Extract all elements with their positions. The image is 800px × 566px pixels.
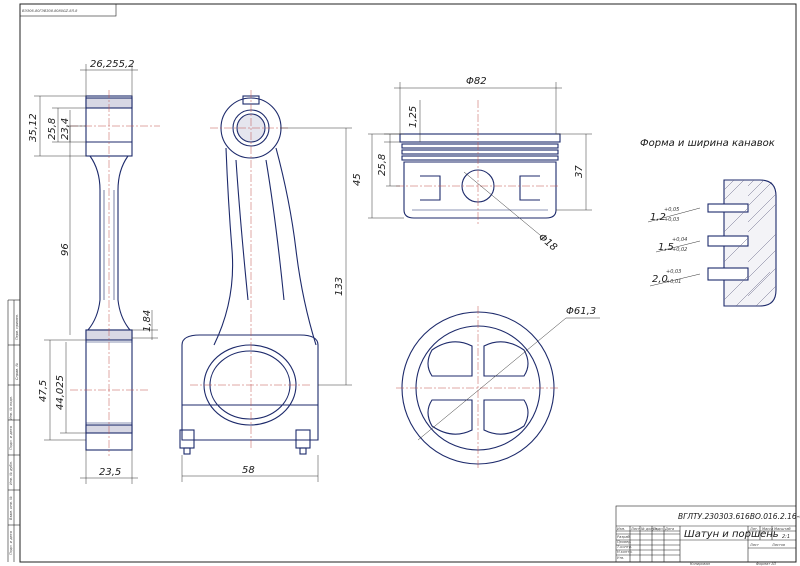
- rod-side-dimensions: [34, 64, 158, 484]
- tb-col-date: Дата: [664, 527, 674, 531]
- side-perv: Перв. примен.: [15, 314, 19, 340]
- rod-front-centerlines: [190, 90, 310, 450]
- dim-rod-step: 1,84: [142, 310, 153, 332]
- rod-front-dimensions: [181, 127, 352, 482]
- tb-row-utv: Утв.: [617, 556, 624, 560]
- tb-col-sign: Подп.: [653, 527, 664, 531]
- tb-code: ВГЛТУ.230303.616ВО.016.2.16-08.02.01: [678, 512, 800, 521]
- groove-labels: 1,2 +0,05 +0,03 1,5 +0,04 +0,02 2,0 +0,0…: [650, 207, 687, 285]
- side-inv2: Инв. № дубл.: [9, 461, 13, 485]
- piston-bottom-dimensions: [417, 317, 600, 441]
- piston-side-dimensions: [368, 82, 592, 241]
- title-block: [615, 505, 797, 563]
- dim-piston-bottom: Φ61,3: [566, 306, 596, 317]
- dim-piston-ring-zone: 1,25: [408, 106, 419, 128]
- dim-piston-compression: 45: [352, 173, 363, 186]
- dim-rod-height-left: 35,12: [28, 113, 39, 142]
- side-labels: Перв. примен. Справ. № Подп. и дата Инв.…: [9, 314, 19, 555]
- side-sign2: Подп. и дата: [9, 426, 13, 450]
- tb-col-mass: Масса: [762, 527, 773, 531]
- groove-2-value: 1,5: [658, 242, 674, 253]
- rod-front-view: [179, 95, 319, 455]
- piston-side-centerlines: [396, 100, 560, 224]
- tb-col-izm: Изм.: [617, 527, 625, 531]
- tb-col-scale: Масштаб: [774, 527, 791, 531]
- dim-rod-bore-inner: 23,4: [60, 118, 71, 140]
- tb-row-razr: Разраб.: [617, 535, 631, 539]
- tb-col-sheet: Лист: [749, 543, 760, 547]
- dim-piston-total: 37: [574, 165, 585, 178]
- dim-rod-length: 133: [334, 277, 345, 296]
- tb-format: Формат А3: [756, 562, 776, 566]
- rod-side-centerlines: [70, 90, 160, 456]
- groove-3-up: +0,03: [666, 269, 681, 275]
- groove-1-value: 1,2: [650, 212, 666, 223]
- stamp-text: ВЭЭ06-80ГЭВЗ08.8080GZ.8Л.8: [22, 9, 78, 13]
- tb-row-tkontr: Т.контр.: [617, 545, 632, 549]
- tb-sheet-value: 2:1: [782, 534, 790, 540]
- groove-1-down: +0,03: [664, 217, 679, 223]
- dim-piston-diameter: Φ82: [466, 76, 487, 87]
- tb-name: Шатун и поршень: [684, 529, 779, 540]
- frame: [7, 3, 797, 563]
- tb-copied: Копировал: [690, 562, 711, 566]
- tb-col-sheets: Листов: [771, 543, 785, 547]
- groove-2-down: +0,02: [672, 247, 687, 253]
- side-vzam: Взам. инв. №: [9, 496, 13, 520]
- tb-col-doc: № докум.: [640, 527, 658, 531]
- piston-bottom-centerlines: [396, 306, 560, 470]
- dim-rod-big-inner: 44,025: [55, 375, 66, 410]
- dim-rod-width-small: 26,255,2: [90, 59, 135, 70]
- dim-rod-big-outer: 47,5: [38, 380, 49, 402]
- dim-piston-pin-height: 25,8: [377, 154, 388, 176]
- grooves-title: Форма и ширина канавок: [640, 138, 775, 149]
- groove-3-value: 2,0: [652, 274, 668, 285]
- dim-rod-width-big: 23,5: [99, 467, 121, 478]
- groove-2-up: +0,04: [672, 237, 687, 243]
- side-sign1: Подп. и дата: [9, 531, 13, 555]
- dim-piston-pin: Φ18: [536, 232, 559, 254]
- tb-col-lit: Лит.: [749, 527, 758, 531]
- groove-leaders: [647, 207, 701, 287]
- tb-row-prov: Провер.: [617, 540, 632, 544]
- groove-1-up: +0,05: [664, 207, 679, 213]
- tb-col-list: Лист: [630, 527, 641, 531]
- piston-side-view: [399, 133, 561, 219]
- dim-rod-bore-outer: 25,8: [47, 118, 58, 140]
- dim-rod-front-width: 58: [242, 465, 255, 476]
- dim-rod-center: 96: [60, 243, 71, 256]
- groove-3-down: +0,01: [666, 279, 681, 285]
- tb-row-nkontr: Н.контр.: [617, 550, 633, 554]
- groove-hatch: [723, 179, 777, 307]
- groove-detail: [707, 179, 777, 307]
- side-inv1: Инв. № подл.: [9, 396, 13, 420]
- side-sprav: Справ. №: [15, 363, 19, 380]
